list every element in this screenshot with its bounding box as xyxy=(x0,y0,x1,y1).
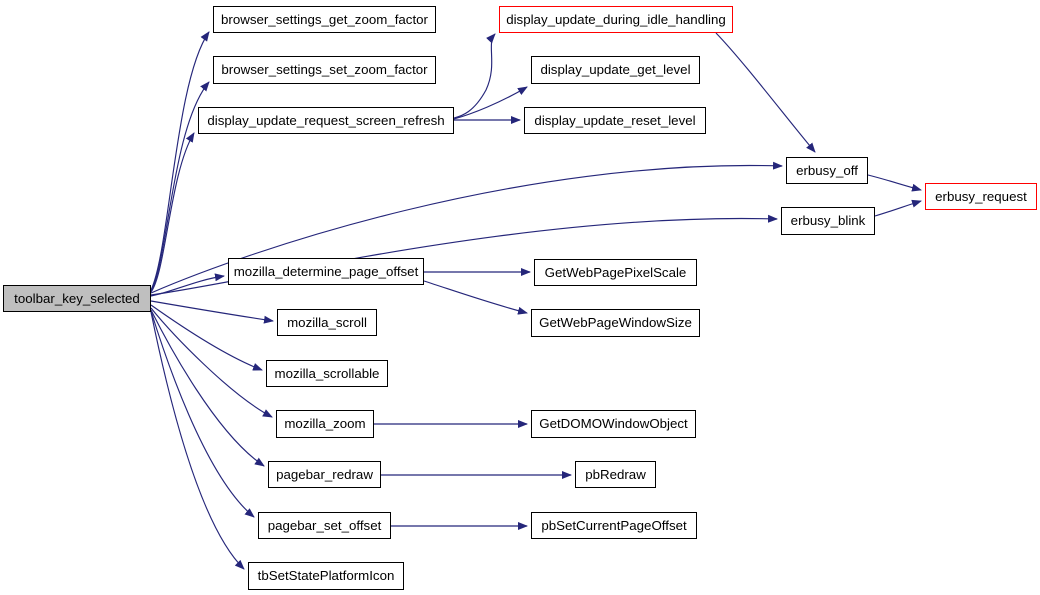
graph-node-display_update_during_idle_handling[interactable]: display_update_during_idle_handling xyxy=(499,6,733,33)
graph-node-mozilla_zoom[interactable]: mozilla_zoom xyxy=(276,410,374,438)
graph-node-pagebar_redraw[interactable]: pagebar_redraw xyxy=(268,461,381,488)
graph-node-label: mozilla_scrollable xyxy=(274,365,380,381)
graph-node-label: browser_settings_set_zoom_factor xyxy=(221,62,428,78)
graph-node-label: GetWebPagePixelScale xyxy=(544,264,687,280)
graph-node-display_update_reset_level[interactable]: display_update_reset_level xyxy=(524,107,706,134)
graph-node-GetDOMOWindowObject[interactable]: GetDOMOWindowObject xyxy=(531,410,696,438)
graph-node-label: GetWebPageWindowSize xyxy=(539,315,692,331)
graph-edge xyxy=(150,304,263,371)
graph-node-erbusy_off[interactable]: erbusy_off xyxy=(786,157,868,184)
graph-node-label: GetDOMOWindowObject xyxy=(539,416,688,432)
graph-node-label: erbusy_off xyxy=(796,162,858,178)
graph-node-label: pbSetCurrentPageOffset xyxy=(541,517,687,533)
graph-edge xyxy=(715,32,816,153)
graph-node-display_update_request_screen_refresh[interactable]: display_update_request_screen_refresh xyxy=(198,107,454,134)
graph-node-label: tbSetStatePlatformIcon xyxy=(257,568,395,584)
graph-node-label: pagebar_redraw xyxy=(276,466,373,482)
graph-node-label: mozilla_scroll xyxy=(287,314,367,330)
graph-node-display_update_get_level[interactable]: display_update_get_level xyxy=(531,56,700,84)
graph-node-label: erbusy_blink xyxy=(790,213,866,229)
graph-node-label: browser_settings_get_zoom_factor xyxy=(221,11,428,27)
graph-node-label: erbusy_request xyxy=(935,188,1027,204)
graph-edge xyxy=(874,199,922,217)
graph-edge xyxy=(867,174,922,192)
graph-node-label: pagebar_set_offset xyxy=(267,517,382,533)
graph-node-label: toolbar_key_selected xyxy=(14,290,140,306)
graph-node-GetWebPageWindowSize[interactable]: GetWebPageWindowSize xyxy=(531,309,700,337)
graph-node-erbusy_blink[interactable]: erbusy_blink xyxy=(781,207,875,235)
graph-node-mozilla_scroll[interactable]: mozilla_scroll xyxy=(277,309,377,336)
graph-edge xyxy=(150,307,273,418)
graph-node-pagebar_set_offset[interactable]: pagebar_set_offset xyxy=(258,512,391,539)
graph-edge xyxy=(150,300,274,324)
graph-edge xyxy=(453,33,496,119)
graph-node-pbSetCurrentPageOffset[interactable]: pbSetCurrentPageOffset xyxy=(531,512,697,539)
graph-node-pbRedraw[interactable]: pbRedraw xyxy=(575,461,656,488)
graph-edge xyxy=(150,132,195,293)
graph-node-tbSetStatePlatformIcon[interactable]: tbSetStatePlatformIcon xyxy=(248,562,404,590)
graph-node-label: display_update_request_screen_refresh xyxy=(207,112,445,128)
graph-node-mozilla_determine_page_offset[interactable]: mozilla_determine_page_offset xyxy=(228,258,424,285)
graph-edge xyxy=(150,310,255,518)
graph-node-GetWebPagePixelScale[interactable]: GetWebPagePixelScale xyxy=(534,259,697,286)
graph-node-toolbar_key_selected[interactable]: toolbar_key_selected xyxy=(3,285,151,312)
graph-edge xyxy=(150,309,265,467)
graph-node-label: mozilla_determine_page_offset xyxy=(233,263,419,279)
graph-node-label: display_update_get_level xyxy=(540,62,691,78)
graph-node-label: display_update_reset_level xyxy=(534,112,696,128)
graph-edge xyxy=(150,311,245,570)
graph-node-label: mozilla_zoom xyxy=(284,416,366,432)
graph-edge xyxy=(150,31,210,291)
graph-edge xyxy=(453,86,528,120)
graph-node-mozilla_scrollable[interactable]: mozilla_scrollable xyxy=(266,360,388,387)
graph-node-label: display_update_during_idle_handling xyxy=(506,11,726,27)
graph-node-erbusy_request[interactable]: erbusy_request xyxy=(925,183,1037,210)
graph-edge xyxy=(150,273,225,297)
graph-node-browser_settings_set_zoom_factor[interactable]: browser_settings_set_zoom_factor xyxy=(213,56,436,84)
graph-node-browser_settings_get_zoom_factor[interactable]: browser_settings_get_zoom_factor xyxy=(213,6,436,33)
graph-node-label: pbRedraw xyxy=(585,466,646,482)
graph-edge xyxy=(423,280,528,315)
